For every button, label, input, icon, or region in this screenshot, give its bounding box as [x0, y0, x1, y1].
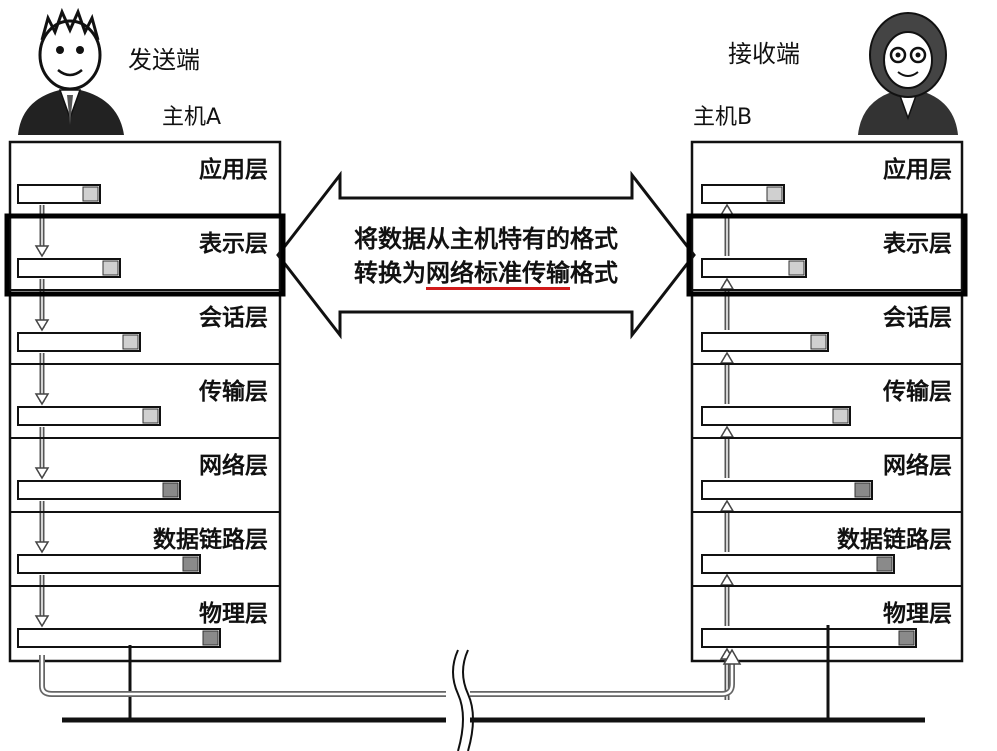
receiver-role-label: 接收端 [728, 34, 800, 69]
sender-pdu-header [103, 261, 118, 275]
sender-pdu-bar [18, 629, 220, 647]
receiver-pdu-header [767, 187, 782, 201]
sender-flow-arrowhead [36, 394, 48, 404]
receiver-layer-label: 表示层 [883, 224, 952, 258]
message-line-2: 转换为网络标准传输格式 [330, 256, 642, 290]
sender-person-icon [18, 12, 124, 135]
receiver-pdu-bar [702, 407, 850, 425]
sender-pdu-bar [18, 333, 140, 351]
receiver-pdu-bar [702, 481, 872, 499]
sender-layer-label: 应用层 [199, 150, 268, 184]
receiver-pdu-header [855, 483, 870, 497]
message-underlined-text: 网络标准传输 [426, 259, 570, 290]
sender-flow-arrowhead [36, 320, 48, 330]
receiver-flow-arrowhead [721, 279, 733, 289]
sender-flow-arrowhead [36, 468, 48, 478]
receiver-pdu-bar [702, 333, 828, 351]
sender-host-label: 主机A [162, 99, 221, 131]
receiver-flow-arrowhead [721, 353, 733, 363]
sender-layer-label: 会话层 [199, 298, 268, 332]
receiver-pdu-bar [702, 555, 894, 573]
receiver-pdu-header [899, 631, 914, 645]
sender-pdu-header [203, 631, 218, 645]
receiver-pdu-header [811, 335, 826, 349]
receiver-layer-label: 数据链路层 [837, 520, 952, 554]
receiver-layer-label: 应用层 [883, 150, 952, 184]
sender-pdu-bar [18, 407, 160, 425]
receiver-layer-label: 物理层 [883, 594, 952, 628]
conversion-message: 将数据从主机特有的格式 转换为网络标准传输格式 [330, 222, 642, 290]
receiver-pdu-header [833, 409, 848, 423]
sender-layer-label: 网络层 [199, 446, 268, 480]
sender-flow-arrowhead [36, 616, 48, 626]
receiver-person-icon [858, 13, 958, 135]
sender-pdu-bar [18, 555, 200, 573]
sender-pdu-header [143, 409, 158, 423]
receiver-pdu-bar [702, 629, 916, 647]
sender-pdu-header [163, 483, 178, 497]
receiver-pdu-header [789, 261, 804, 275]
message-line-1: 将数据从主机特有的格式 [330, 222, 642, 256]
sender-layer-label: 传输层 [199, 372, 268, 406]
receiver-layer-label: 会话层 [883, 298, 952, 332]
sender-pdu-header [83, 187, 98, 201]
receiver-flow-arrowhead [721, 575, 733, 585]
receiver-layer-label: 传输层 [883, 372, 952, 406]
sender-layer-label: 物理层 [199, 594, 268, 628]
receiver-layer-label: 网络层 [883, 446, 952, 480]
receiver-host-label: 主机B [693, 99, 752, 131]
sender-layer-label: 表示层 [199, 224, 268, 258]
sender-pdu-bar [18, 481, 180, 499]
sender-flow-arrowhead [36, 542, 48, 552]
sender-role-label: 发送端 [128, 40, 200, 75]
sender-layer-label: 数据链路层 [153, 520, 268, 554]
receiver-pdu-header [877, 557, 892, 571]
sender-pdu-header [183, 557, 198, 571]
receiver-flow-arrowhead [721, 501, 733, 511]
receiver-flow-arrowhead [721, 427, 733, 437]
sender-flow-arrowhead [36, 246, 48, 256]
sender-pdu-header [123, 335, 138, 349]
